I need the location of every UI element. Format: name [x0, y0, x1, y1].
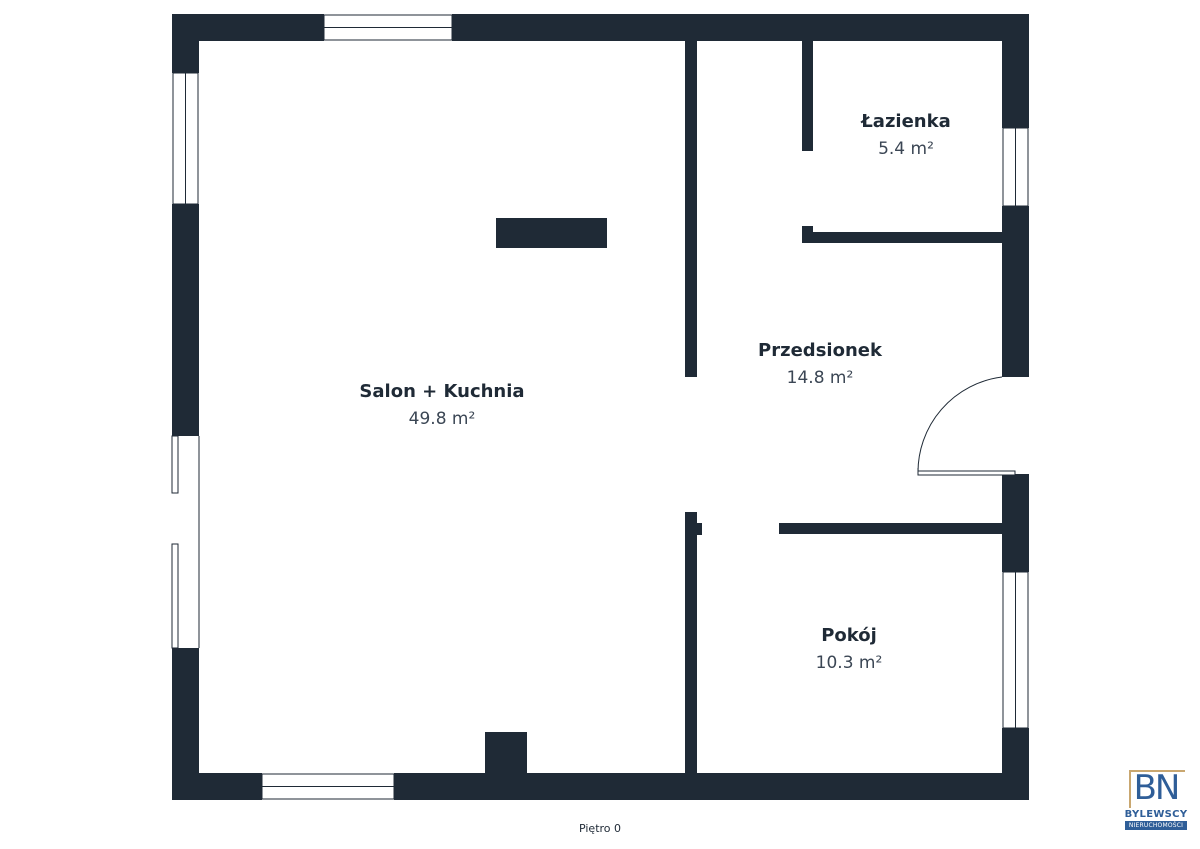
window-left: [172, 72, 199, 205]
room-area-lazienka: 5.4 m²: [878, 139, 934, 159]
windows: [172, 14, 1029, 800]
room-area-salon: 49.8 m²: [408, 409, 476, 429]
logo-line1: BYLEWSCY: [1124, 809, 1188, 820]
sliding-door-left: [171, 435, 200, 649]
window-top: [323, 14, 453, 41]
window-right-bathroom: [1002, 127, 1029, 207]
wall-left-top: [172, 14, 199, 73]
wall-bottom-right: [394, 773, 1029, 800]
room-name-pokoj: Pokój: [821, 625, 877, 646]
room-name-salon: Salon + Kuchnia: [359, 381, 525, 402]
room-name-lazienka: Łazienka: [861, 111, 951, 132]
wall-interior-vertical-upper: [685, 41, 697, 377]
wall-room-horizontal: [779, 523, 1002, 534]
window-bottom: [261, 773, 395, 800]
entrance-door: [917, 376, 1016, 476]
kitchen-counter: [496, 218, 607, 248]
walls: [172, 14, 1029, 800]
wall-left-bottom: [172, 648, 199, 800]
room-area-przedsionek: 14.8 m²: [786, 368, 854, 388]
column: [485, 732, 527, 773]
logo-line2: NIERUCHOMOŚCI: [1125, 821, 1187, 830]
logo-frame: [1129, 770, 1185, 808]
wall-bathroom-vertical: [802, 41, 813, 151]
wall-top-right: [452, 14, 1029, 41]
wall-right-bottom: [1002, 728, 1029, 800]
wall-interior-vertical-lower: [685, 512, 697, 773]
room-area-pokoj: 10.3 m²: [815, 653, 883, 673]
wall-left-mid: [172, 204, 199, 436]
wall-right-mid: [1002, 206, 1029, 377]
room-name-przedsionek: Przedsionek: [758, 340, 882, 361]
wall-right-top: [1002, 14, 1029, 128]
window-right-room: [1002, 571, 1029, 729]
floor-label: Piętro 0: [578, 822, 622, 835]
wall-interior-nub: [697, 523, 702, 535]
wall-bathroom-horizontal: [802, 232, 1002, 243]
logo-letters: BN: [1133, 768, 1181, 808]
wall-right-low: [1002, 474, 1029, 572]
brand-logo: BN BYLEWSCY NIERUCHOMOŚCI: [1123, 768, 1189, 830]
